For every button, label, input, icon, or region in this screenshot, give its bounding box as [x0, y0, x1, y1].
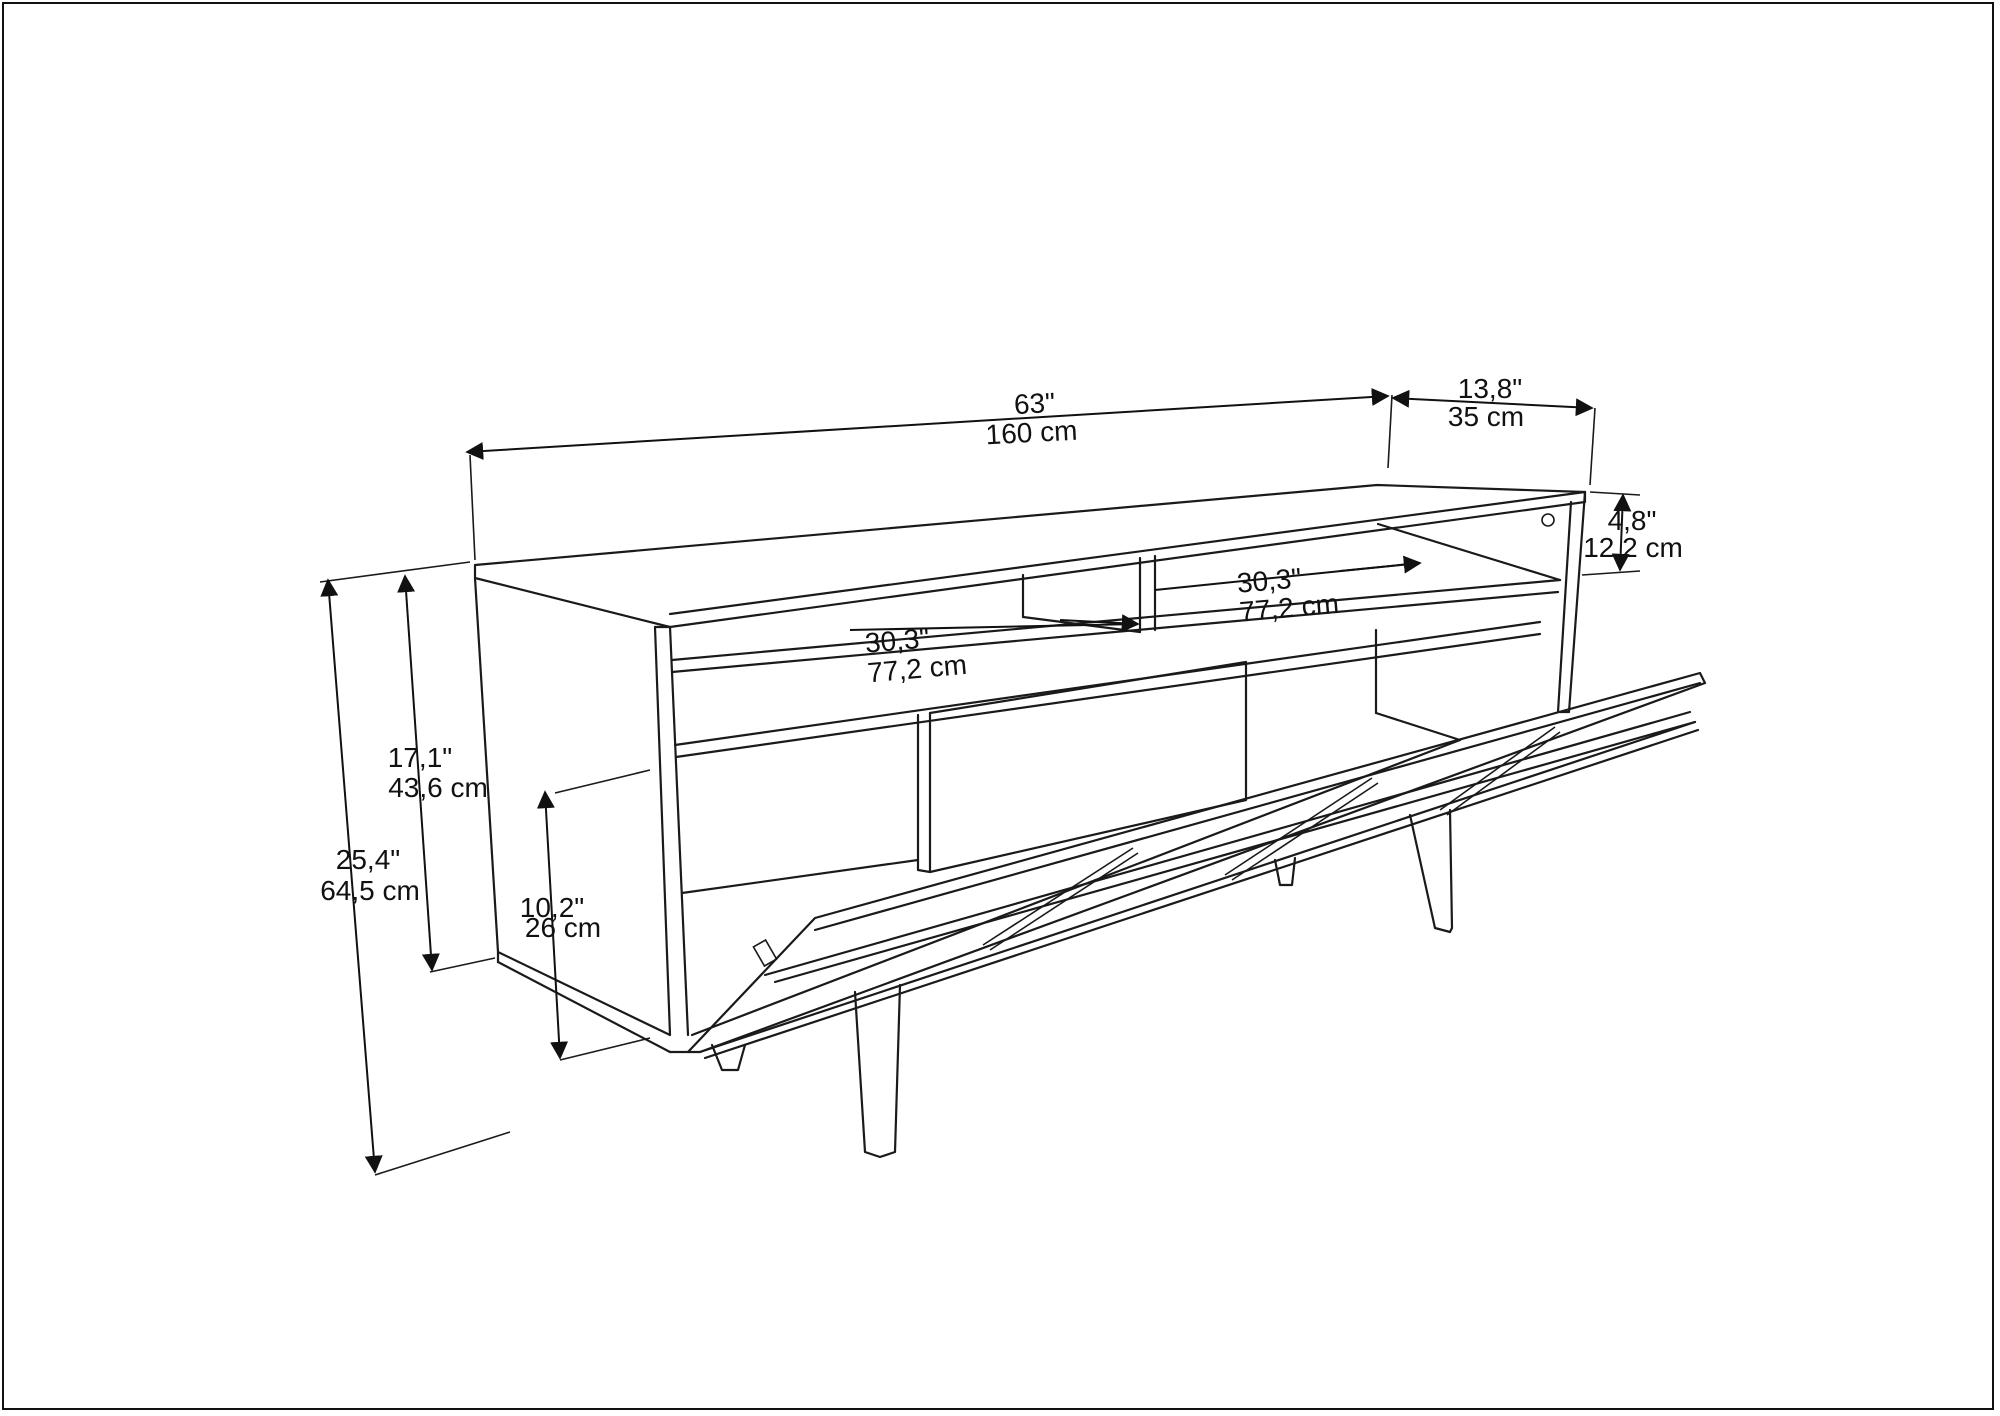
leg-height-arrow [536, 790, 569, 1060]
body-height-label-in: 17,1" [388, 742, 452, 773]
left-compartment-arrow [849, 623, 1139, 631]
total-height-label-cm: 64,5 cm [320, 875, 420, 906]
top-shelf-height-arrow [1611, 493, 1632, 572]
leg-back-right [1273, 856, 1297, 887]
dimension-arrows [320, 387, 1632, 1174]
dimension-labels: 63" 160 cm 13,8" 35 cm 4,8" 12,2 cm 30,3… [320, 373, 1683, 943]
body-height-arrow [397, 574, 440, 972]
width-label-cm: 160 cm [985, 415, 1078, 451]
left-compartment-label-in: 30,3" [864, 622, 931, 658]
tv-stand-cabinet [473, 483, 1707, 1159]
leg-height-label-in: 10,2" [520, 892, 584, 923]
left-side-panel [473, 576, 672, 1037]
total-height-arrow [320, 578, 383, 1174]
width-label-in: 63" [1013, 387, 1056, 420]
cable-hole [1541, 513, 1555, 527]
back-panel-insert [928, 660, 1248, 874]
depth-arrow [1391, 389, 1594, 417]
right-compartment-label-in: 30,3" [1236, 562, 1303, 598]
depth-label-in: 13,8" [1458, 373, 1522, 404]
width-arrow [465, 387, 1390, 461]
top-shelf-height-label-cm: 12,2 cm [1583, 532, 1683, 563]
leg-back-left [710, 1043, 747, 1072]
total-height-label-in: 25,4" [336, 844, 400, 875]
leg-height-label-cm: 26 cm [525, 912, 601, 943]
open-door [686, 671, 1707, 1054]
leg-front-left [853, 983, 902, 1159]
body-height-label-cm: 43,6 cm [388, 772, 488, 803]
leg-front-right [1408, 808, 1454, 934]
depth-label-cm: 35 cm [1448, 401, 1524, 432]
hinge [752, 938, 778, 968]
center-divider [916, 711, 932, 874]
top-shelf-height-label-in: 4,8" [1608, 505, 1657, 536]
